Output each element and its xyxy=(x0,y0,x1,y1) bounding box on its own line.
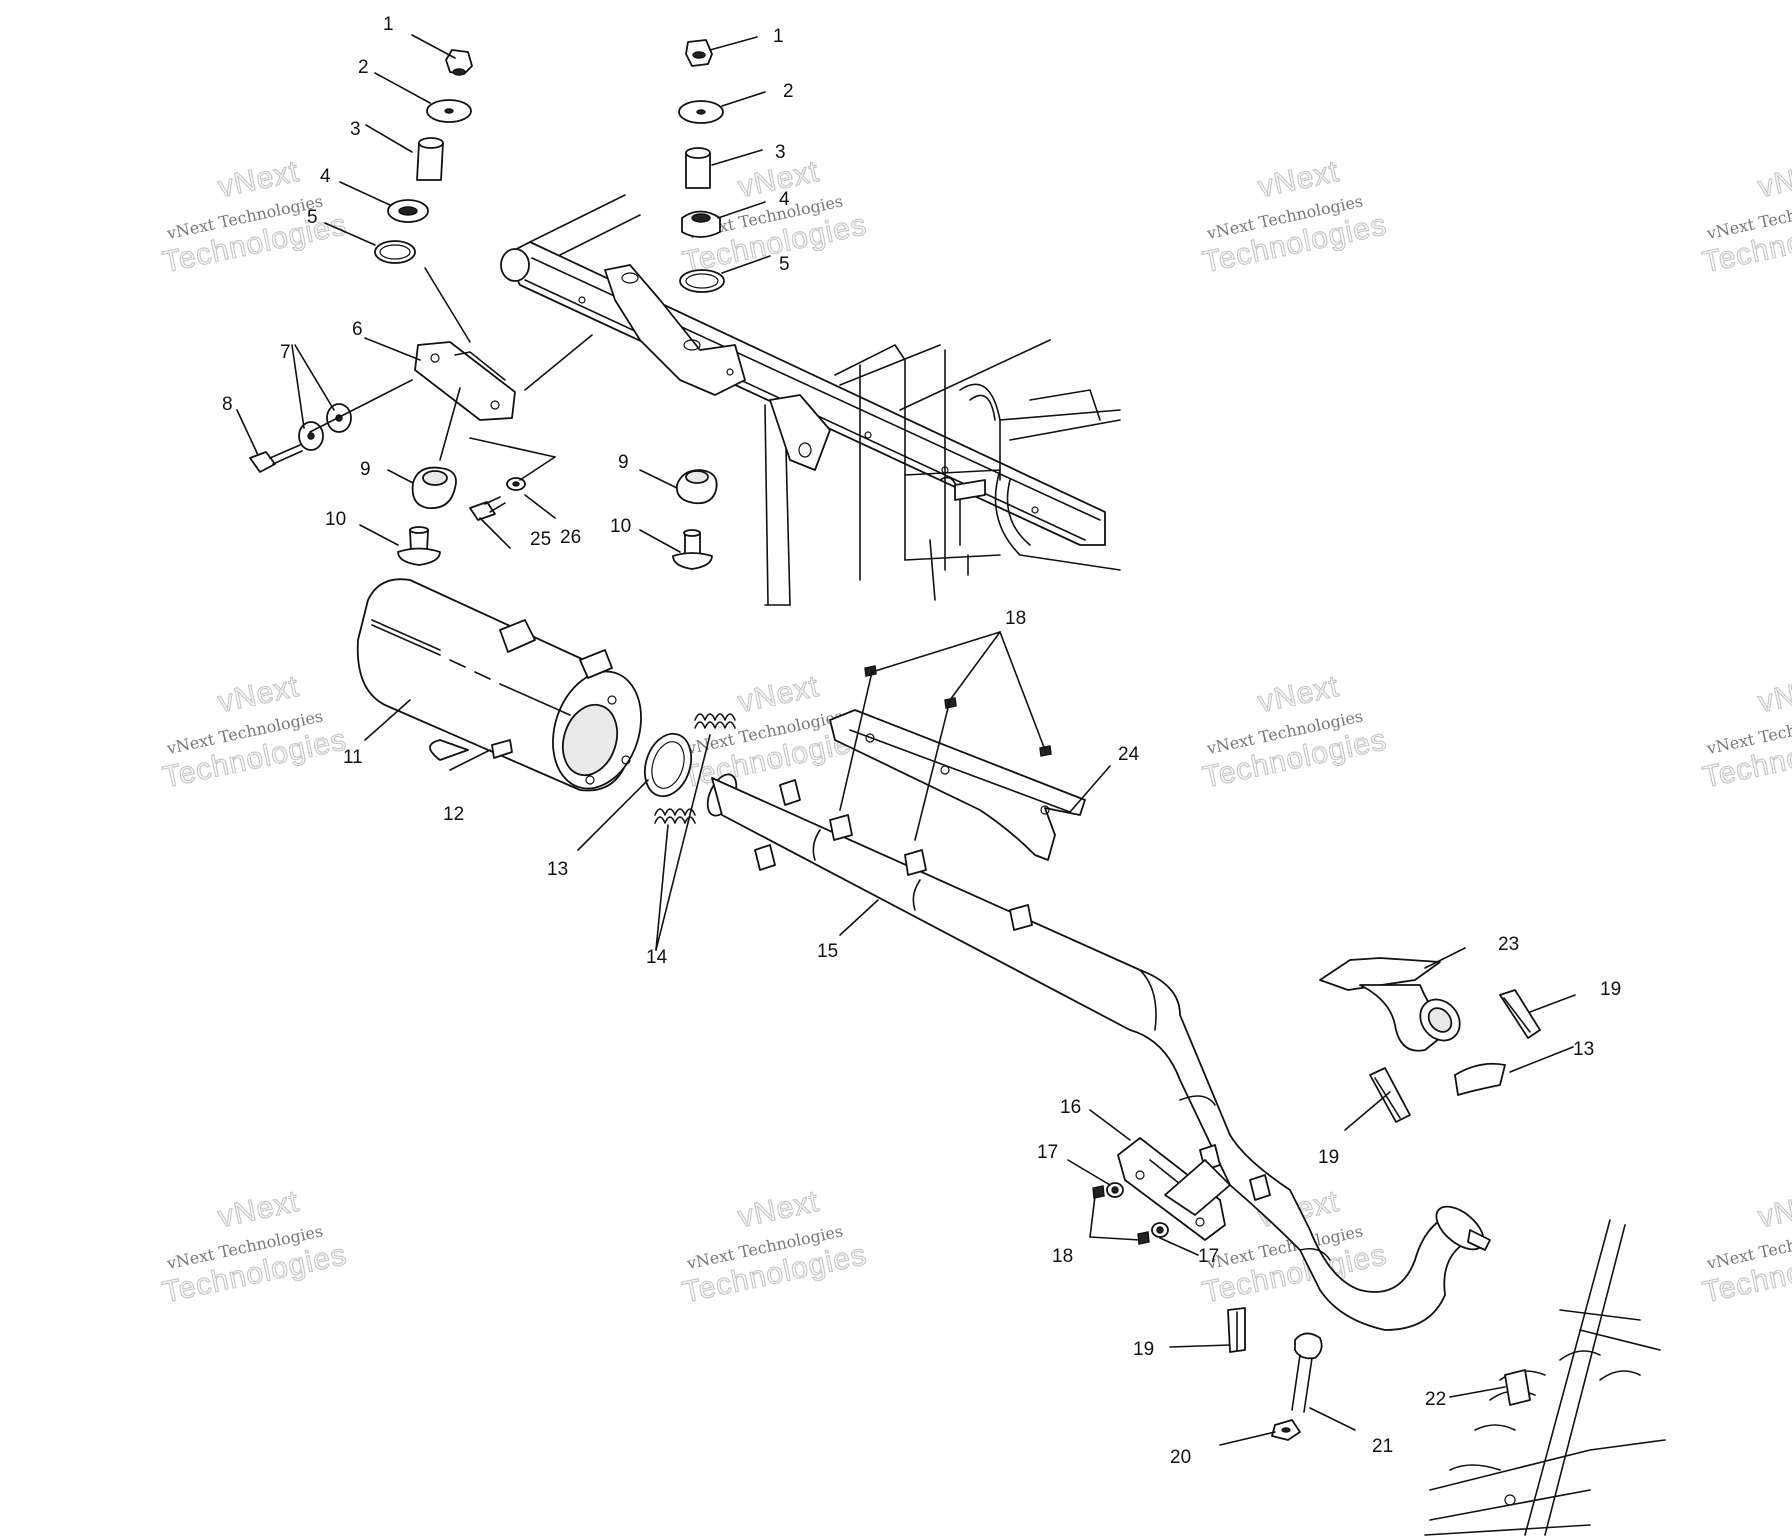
callout-8: 8 xyxy=(222,394,233,415)
springs-19 xyxy=(1227,989,1541,1353)
fasteners-17-18 xyxy=(864,665,1169,1245)
callout-25: 25 xyxy=(530,529,551,550)
callout-4a: 4 xyxy=(320,166,331,187)
springs-14 xyxy=(654,713,736,824)
watermark-4: vNext vNext Technologies Technologies xyxy=(1699,154,1792,280)
bolt-part xyxy=(469,501,496,521)
callout-20: 20 xyxy=(1170,1447,1191,1468)
muffler xyxy=(356,578,642,792)
gasket-left xyxy=(643,732,693,798)
watermark-vnext: vNext xyxy=(1755,1185,1792,1234)
callout-17b: 17 xyxy=(1198,1246,1219,1267)
heat-shield-upper xyxy=(829,709,1086,861)
callout-3b: 3 xyxy=(775,142,786,163)
ring-part xyxy=(374,240,416,264)
callout-9b: 9 xyxy=(618,452,629,473)
right-mount-hardware xyxy=(672,39,725,570)
callout-21: 21 xyxy=(1372,1436,1393,1457)
bolt-part xyxy=(249,451,276,473)
watermark-vnext: vNext xyxy=(1755,670,1792,719)
watermarks: vNext vNext Technologies Technologies vN… xyxy=(159,154,1792,1310)
callout-9a: 9 xyxy=(360,459,371,480)
watermark-vnext: vNext xyxy=(1255,155,1342,204)
callout-23: 23 xyxy=(1498,934,1519,955)
callout-24: 24 xyxy=(1118,744,1140,765)
callout-1b: 1 xyxy=(773,26,784,47)
callout-5a: 5 xyxy=(307,207,318,228)
callout-13a: 13 xyxy=(547,859,568,880)
callout-13b: 13 xyxy=(1573,1039,1594,1060)
callout-11: 11 xyxy=(343,747,363,768)
watermark-vnext: vNext xyxy=(735,670,822,719)
callout-19c: 19 xyxy=(1133,1339,1154,1360)
callout-18a: 18 xyxy=(1005,608,1026,629)
watermark-vnext: vNext xyxy=(1255,670,1342,719)
bracket-part xyxy=(414,341,516,421)
left-mount-hardware xyxy=(249,49,526,566)
callout-4b: 4 xyxy=(779,189,790,210)
callout-22: 22 xyxy=(1425,1389,1446,1410)
watermark-12: vNext vNext Technologies Technologies xyxy=(1699,1184,1792,1310)
watermark-vnext: vNext xyxy=(1755,155,1792,204)
watermark-5: vNext vNext Technologies Technologies xyxy=(159,669,350,795)
callout-26: 26 xyxy=(560,527,581,548)
watermark-vnext: vNext xyxy=(215,670,302,719)
watermark-10: vNext vNext Technologies Technologies xyxy=(679,1184,870,1310)
watermark-7: vNext vNext Technologies Technologies xyxy=(1199,669,1390,795)
engine-cylinder-head xyxy=(1424,1219,1666,1536)
callout-6: 6 xyxy=(352,319,363,340)
header-pipe xyxy=(706,773,1491,1331)
bolt-and-nut xyxy=(1271,1332,1323,1441)
watermark-9: vNext vNext Technologies Technologies xyxy=(159,1184,350,1310)
callout-10b: 10 xyxy=(610,516,631,537)
callout-12: 12 xyxy=(443,804,464,825)
callout-2b: 2 xyxy=(783,81,794,102)
callout-16: 16 xyxy=(1060,1097,1081,1118)
callout-labels: 1 2 3 4 5 6 7 8 9 10 25 26 1 2 3 4 5 9 1… xyxy=(222,14,1621,1468)
callout-14: 14 xyxy=(646,947,668,968)
callout-19a: 19 xyxy=(1600,979,1621,1000)
callout-10a: 10 xyxy=(325,509,346,530)
watermark-3: vNext vNext Technologies Technologies xyxy=(1199,154,1390,280)
callout-15: 15 xyxy=(817,941,838,962)
watermark-vnext: vNext xyxy=(735,1185,822,1234)
watermark-8: vNext vNext Technologies Technologies xyxy=(1699,669,1792,795)
callout-18b: 18 xyxy=(1052,1246,1073,1267)
vehicle-frame xyxy=(500,194,1121,606)
watermark-vnext: vNext xyxy=(215,1185,302,1234)
gasket-right xyxy=(1454,1062,1506,1096)
callout-19b: 19 xyxy=(1318,1147,1339,1168)
callout-1a: 1 xyxy=(383,14,394,35)
callout-7: 7 xyxy=(280,342,291,363)
callout-5b: 5 xyxy=(779,254,790,275)
callout-2a: 2 xyxy=(358,57,369,78)
callout-17a: 17 xyxy=(1037,1142,1058,1163)
callout-3a: 3 xyxy=(350,119,361,140)
watermark-vnext: vNext xyxy=(215,155,302,204)
heat-shield-lower xyxy=(1117,1137,1231,1241)
leader-lines xyxy=(236,34,1576,1446)
exhaust-manifold-flange xyxy=(1319,957,1461,1052)
